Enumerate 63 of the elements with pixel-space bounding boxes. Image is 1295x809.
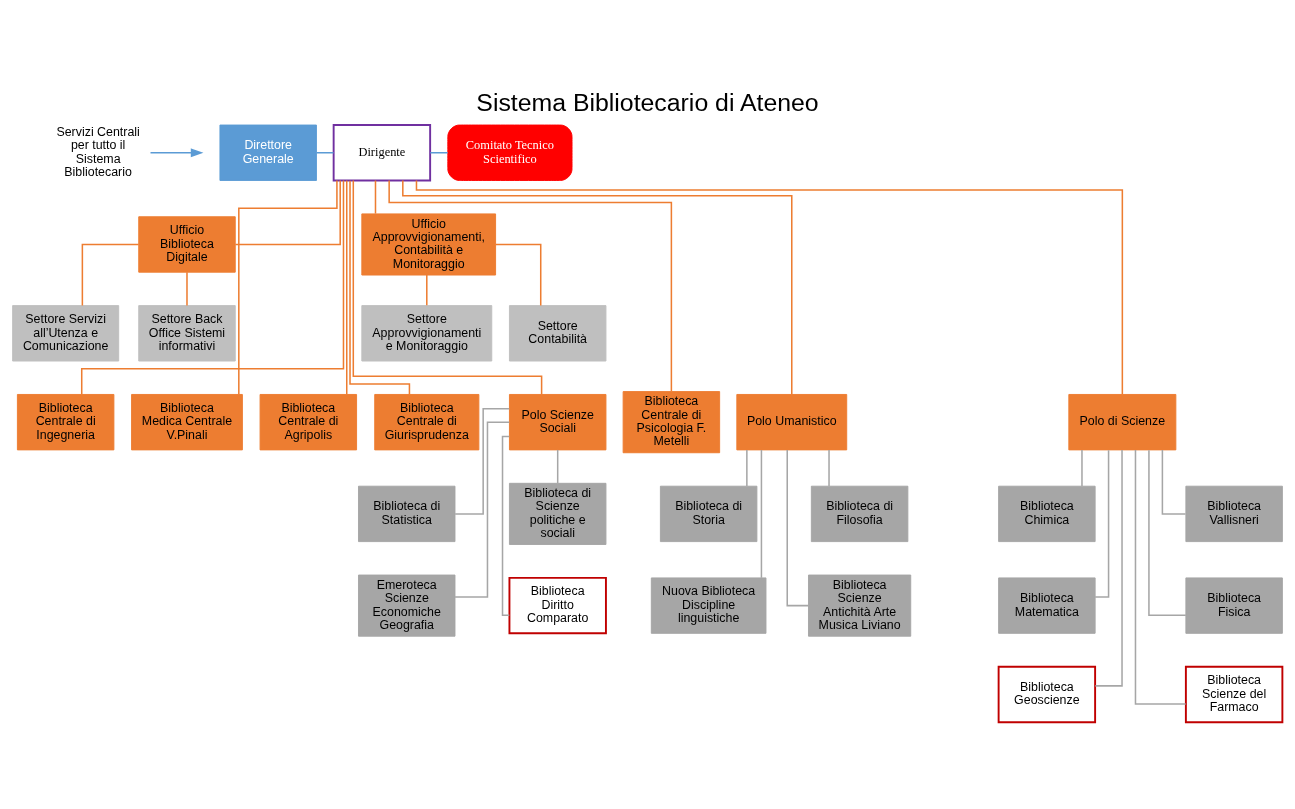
node-box: Dirigente — [332, 124, 432, 182]
node-box: Biblioteca Centrale di Ingegneria — [16, 394, 115, 451]
connector — [1081, 449, 1083, 487]
connector — [238, 179, 338, 395]
node-box: Biblioteca di Scienze politiche e sociali — [508, 482, 607, 545]
arrow — [149, 148, 204, 158]
connector — [746, 449, 748, 487]
connector — [786, 449, 809, 607]
connector — [556, 449, 559, 484]
connector — [1094, 449, 1110, 598]
connector — [1161, 449, 1187, 515]
connector — [1134, 449, 1187, 705]
diagram-title: Sistema Bibliotecario di Ateneo — [476, 88, 819, 116]
connector — [454, 421, 511, 598]
node-box: Emeroteca Scienze Economiche Geografia — [358, 574, 456, 637]
node-box: Biblioteca Fisica — [1185, 577, 1283, 634]
node-box: Biblioteca Centrale di Psicologia F. Metelli — [622, 391, 721, 454]
connector — [429, 152, 449, 154]
node-box: Biblioteca di Storia — [659, 485, 758, 543]
node-box: Biblioteca Geoscienze — [997, 665, 1097, 724]
connector — [374, 179, 377, 215]
connector — [828, 449, 830, 487]
connector — [80, 179, 345, 395]
node-box: Biblioteca Centrale di Giurisprudenza — [374, 394, 480, 451]
node-box: Nuova Biblioteca Discipline linguistiche — [650, 577, 767, 634]
node-box: Biblioteca Medica Centrale V.Pinali — [131, 394, 243, 451]
connector — [234, 179, 341, 246]
node-box: Biblioteca Diritto Comparato — [508, 576, 607, 635]
node-box: Settore Servizi all’Utenza e Comunicazione — [12, 305, 120, 362]
connector — [388, 179, 673, 392]
connector — [186, 271, 188, 307]
connector — [415, 179, 1124, 395]
connector — [1094, 449, 1123, 687]
connector — [501, 435, 511, 616]
node-box: Biblioteca Chimica — [998, 485, 1096, 543]
connector — [1148, 449, 1187, 616]
node-text: Servizi Centrali per tutto il Sistema Bibliotecario — [56, 124, 140, 180]
connector — [402, 179, 793, 396]
connector — [81, 243, 140, 307]
node-box: Biblioteca Scienze del Farmaco — [1184, 665, 1284, 724]
node-box: Biblioteca Centrale di Agripolis — [259, 394, 358, 451]
node-box: Ufficio Approvvigionamenti, Contabilità e Monitoraggio — [361, 213, 497, 276]
node-box: Settore Approvvigionamenti e Monitoraggio — [361, 305, 493, 362]
node-box: Biblioteca di Statistica — [358, 485, 456, 543]
connector — [426, 274, 428, 307]
connector — [345, 179, 348, 395]
connector — [315, 152, 335, 154]
node-box: Biblioteca di Filosofia — [810, 485, 909, 543]
node-box: Polo Scienze Sociali — [508, 394, 607, 451]
node-box: Settore Contabilità — [508, 305, 607, 362]
node-box: Settore Back Office Sistemi informativi — [138, 305, 236, 362]
node-box: Biblioteca Vallisneri — [1185, 485, 1283, 543]
node-box: Polo Umanistico — [736, 394, 848, 451]
node-box: Ufficio Biblioteca Digitale — [138, 216, 236, 273]
connector — [454, 408, 510, 515]
node-box: Polo di Scienze — [1068, 394, 1177, 451]
node-box: Biblioteca Matematica — [998, 577, 1096, 634]
connector — [495, 243, 542, 307]
node-box: Direttore Generale — [219, 124, 317, 181]
node-box: Biblioteca Scienze Antichità Arte Musica Liviano — [808, 574, 912, 637]
connector — [349, 179, 411, 396]
node-box: Comitato Tecnico Scientifico — [447, 124, 573, 181]
connector — [760, 449, 763, 579]
